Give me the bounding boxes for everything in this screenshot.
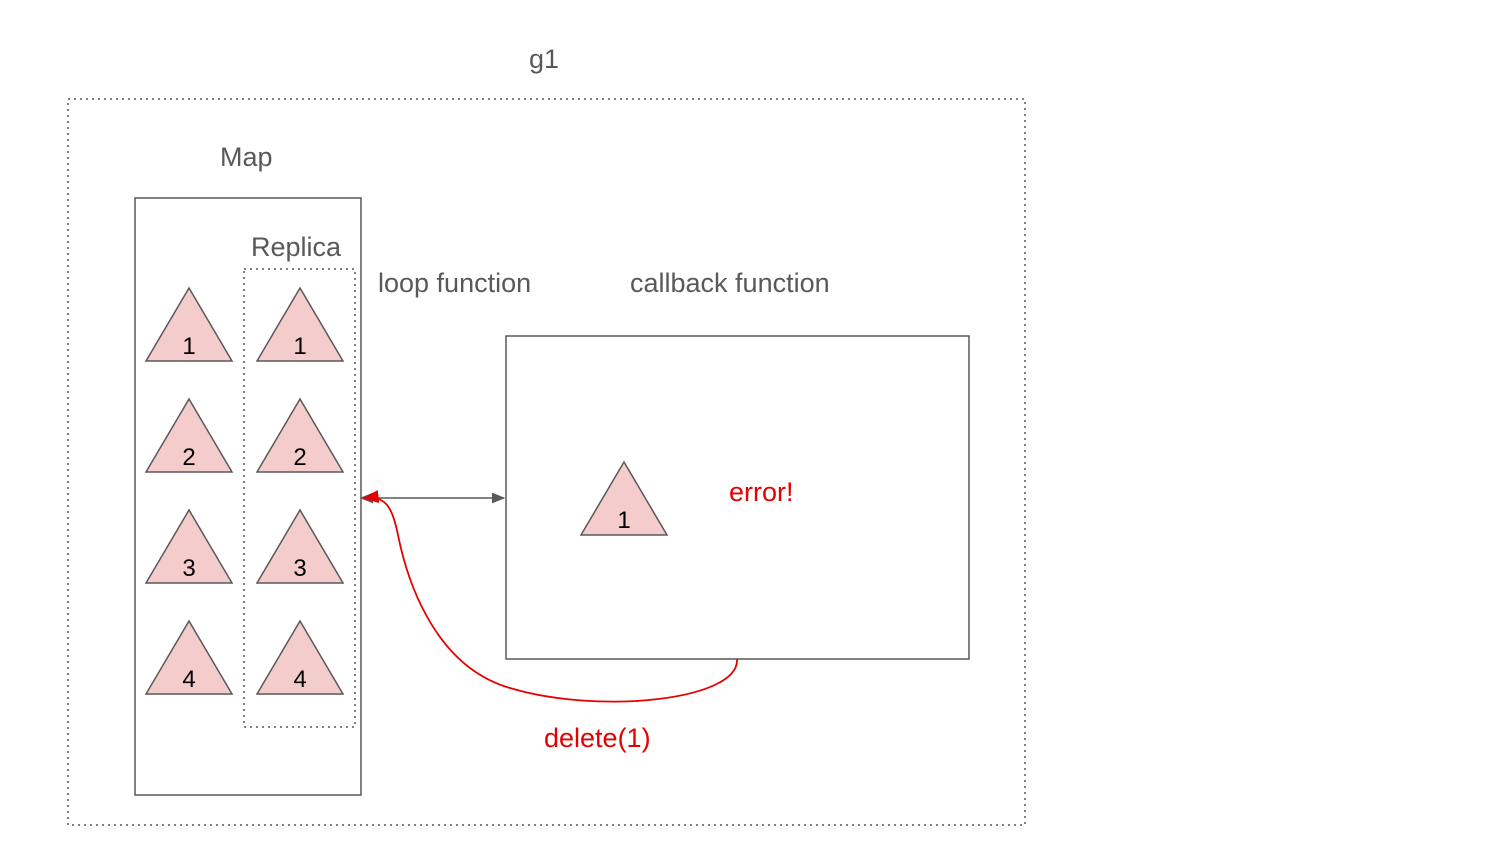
triangle-number: 3 (182, 555, 195, 582)
replica-triangles: 1 2 3 4 (255, 286, 345, 695)
delete-call-label: delete(1) (544, 723, 651, 753)
replica-item-triangle: 2 (255, 397, 345, 473)
replica-box (243, 268, 356, 728)
triangle-shape (255, 286, 345, 362)
loop-function-label: loop function (378, 268, 532, 298)
triangle-number: 1 (182, 333, 195, 360)
triangle-number: 2 (182, 444, 195, 471)
triangle-shape (144, 619, 234, 695)
map-box (134, 197, 362, 796)
triangle-shape (144, 286, 234, 362)
callback-item-triangle: 1 (579, 460, 669, 536)
g1-label: g1 (529, 44, 560, 74)
triangle-number: 4 (293, 666, 306, 693)
map-item-triangle: 2 (144, 397, 234, 473)
triangle-shape (144, 397, 234, 473)
map-triangles: 1 2 3 4 (144, 286, 234, 695)
triangle-shape (579, 460, 669, 536)
triangle-number: 1 (617, 507, 630, 534)
triangle-shape (255, 619, 345, 695)
replica-item-triangle: 4 (255, 619, 345, 695)
triangle-shape (255, 508, 345, 584)
triangle-number: 1 (293, 333, 306, 360)
triangle-shape (255, 397, 345, 473)
triangle-number: 2 (293, 444, 306, 471)
map-item-triangle: 4 (144, 619, 234, 695)
triangle-number: 3 (293, 555, 306, 582)
callback-function-label: callback function (630, 268, 830, 298)
map-label: Map (220, 142, 273, 172)
triangle-number: 4 (182, 666, 195, 693)
replica-label: Replica (251, 232, 342, 262)
g1-boundary (67, 98, 1026, 826)
callback-triangle: 1 (579, 460, 669, 536)
replica-item-triangle: 1 (255, 286, 345, 362)
map-item-triangle: 1 (144, 286, 234, 362)
triangle-shape (144, 508, 234, 584)
error-label: error! (729, 477, 794, 507)
map-item-triangle: 3 (144, 508, 234, 584)
delete-curve (362, 490, 738, 703)
replica-item-triangle: 3 (255, 508, 345, 584)
